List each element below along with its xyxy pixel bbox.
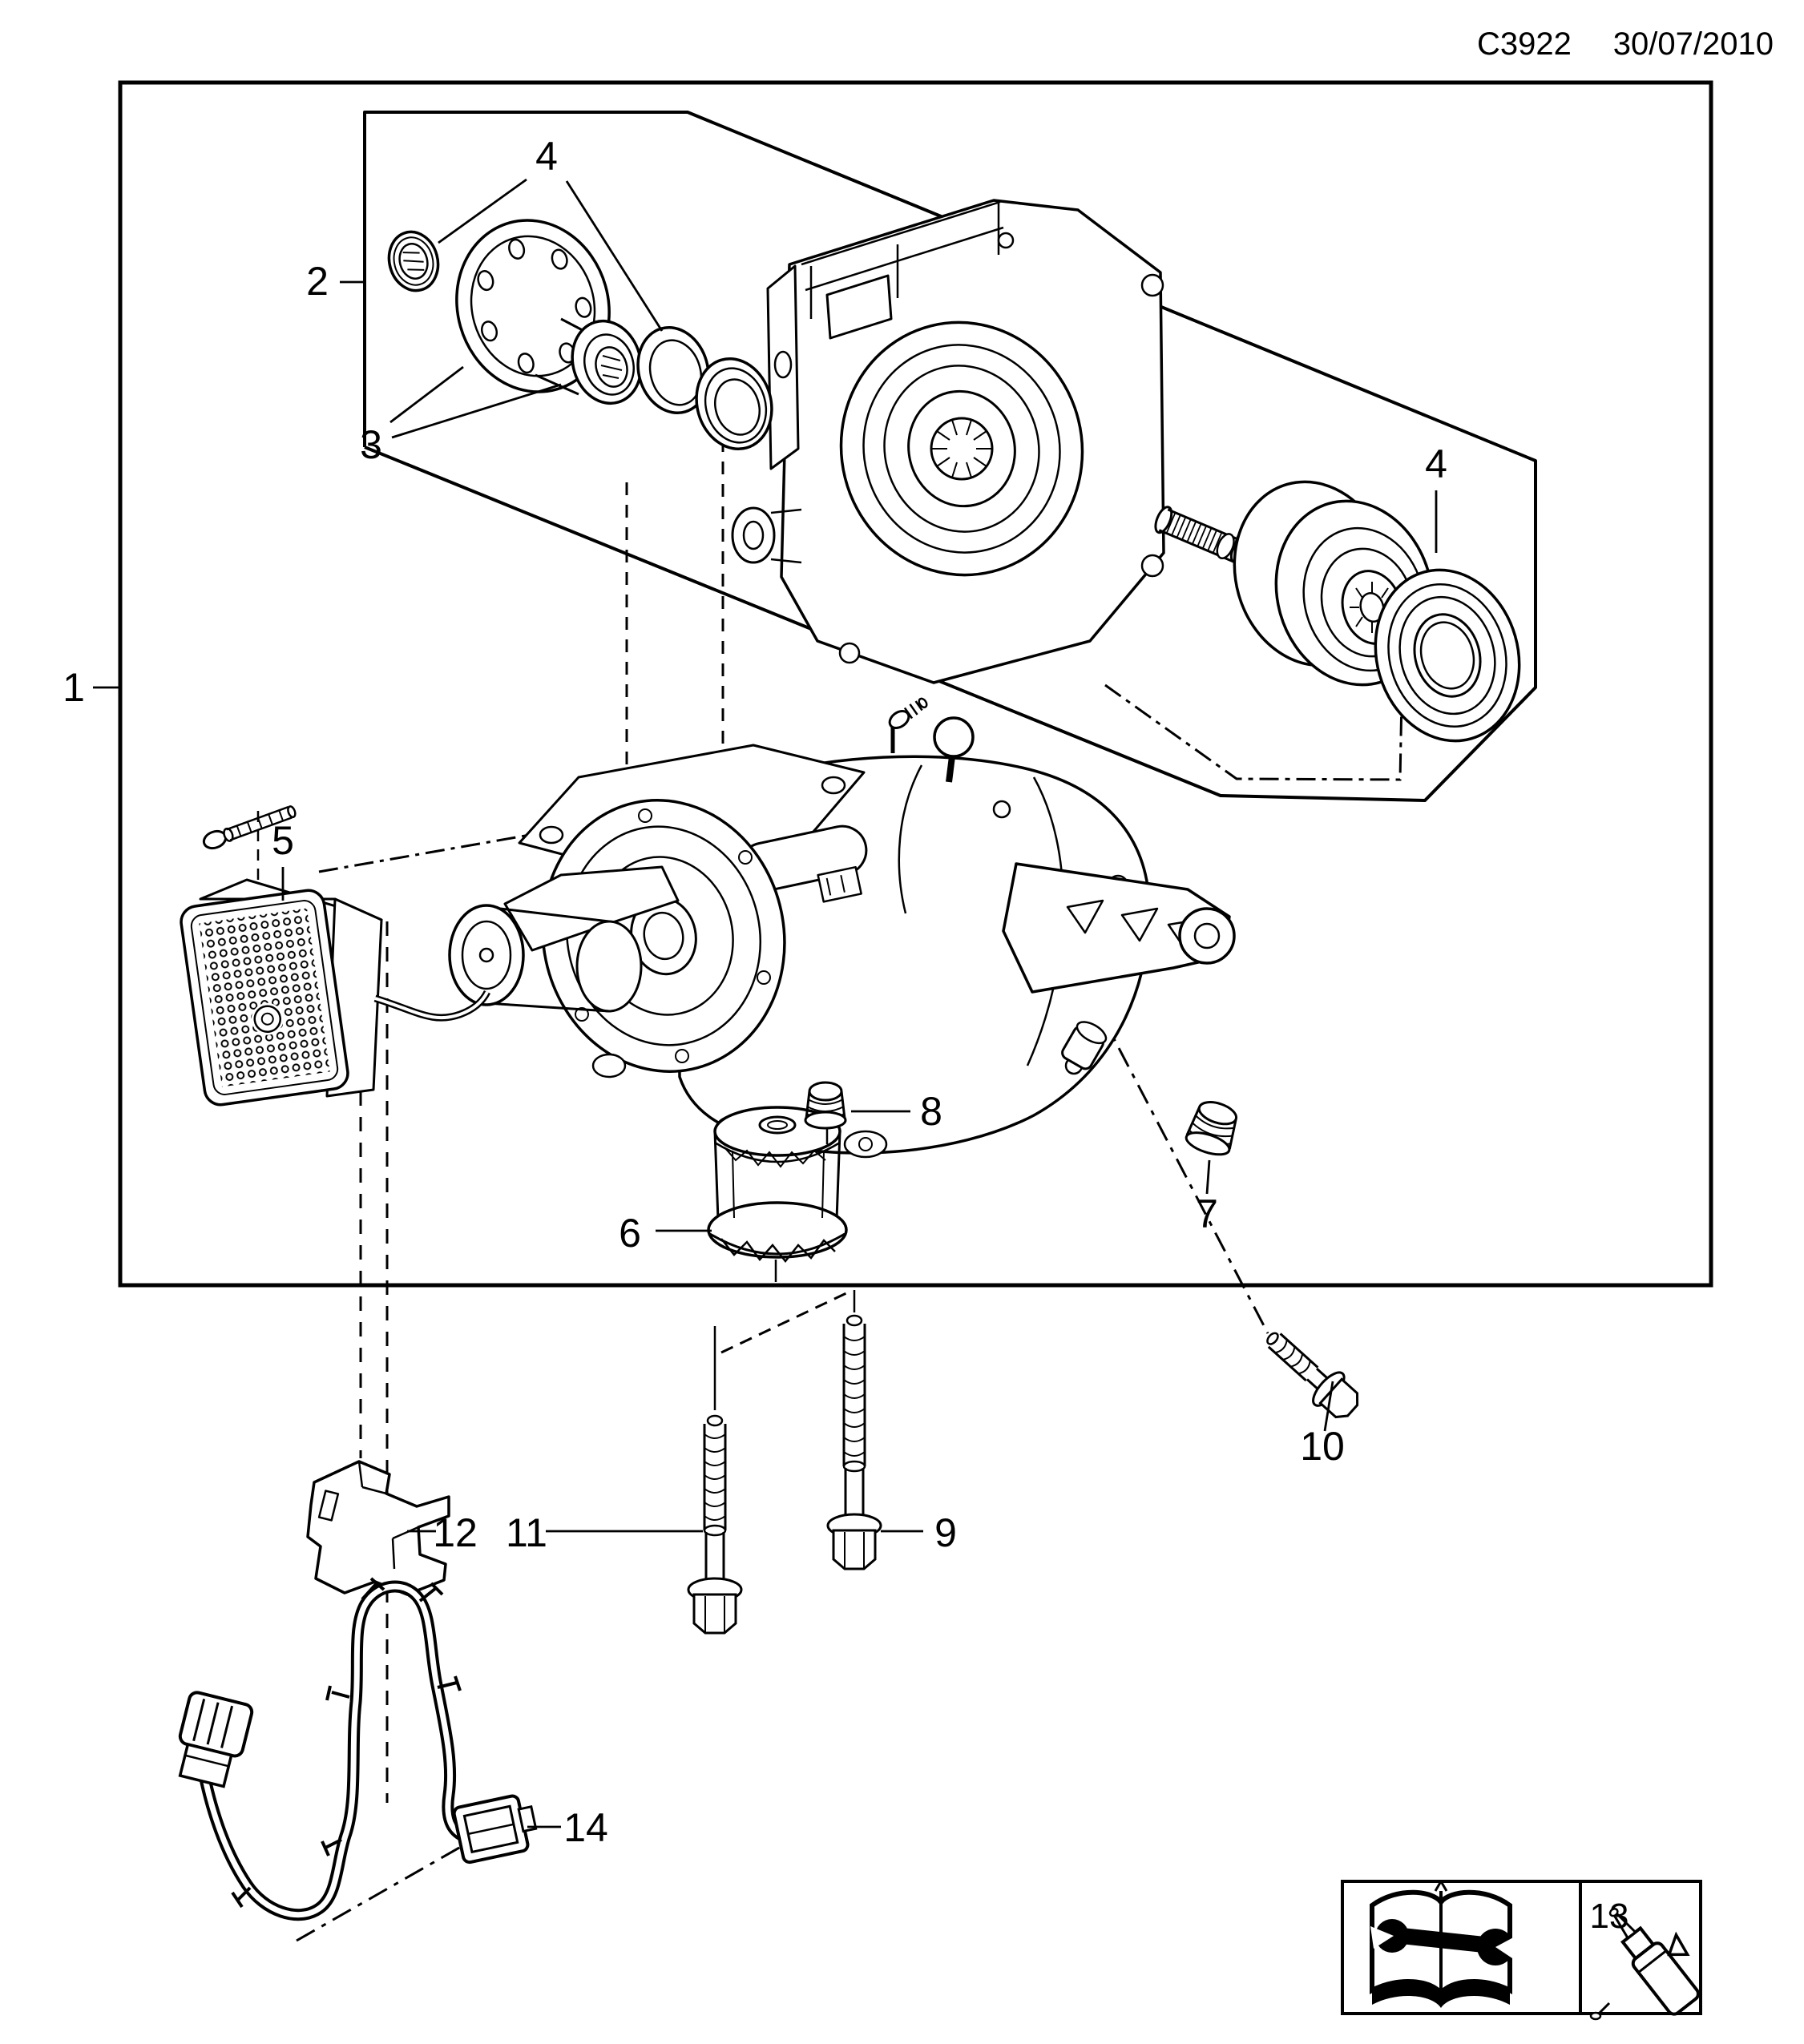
callout-5[interactable]: 5 [272,818,294,863]
differential-assembly [448,697,1236,1159]
callout-4a[interactable]: 4 [535,134,558,179]
callout-7[interactable]: 7 [1196,1191,1218,1236]
callout-12[interactable]: 12 [433,1510,478,1555]
book-wrench-icon[interactable] [1370,1881,1516,2008]
callout-3[interactable]: 3 [360,422,382,467]
callout-8[interactable]: 8 [920,1089,942,1134]
module-screw [202,805,297,850]
callout-1[interactable]: 1 [63,665,85,710]
subassembly-frame [363,111,1537,802]
harness-connector-right [452,1794,538,1865]
callout-6[interactable]: 6 [619,1211,641,1256]
drain-plug [804,1081,847,1144]
ball-stud [933,716,975,758]
bushing-mount [448,865,680,1013]
flange-cluster [387,219,773,450]
harness-clips [231,1577,462,1909]
flange-seal [695,357,773,450]
drawing-date: 30/07/2010 [1613,26,1774,62]
axis-frame-seal [1104,683,1403,781]
callout-4b[interactable]: 4 [1425,441,1447,486]
flange-nut [387,230,440,292]
oil-filter [707,1106,848,1264]
group-box [118,80,1713,1288]
drive-flange [455,219,643,405]
callout-9[interactable]: 9 [934,1510,957,1555]
sealant-bottle-icon[interactable] [1589,1888,1714,2021]
pinion-housing [731,199,1165,684]
spline-hatch [931,419,992,478]
callout-10[interactable]: 10 [1300,1424,1345,1469]
sensor [1061,1021,1108,1070]
control-module [180,878,491,1107]
bolt-9 [826,1314,882,1570]
callout-11[interactable]: 11 [506,1510,547,1555]
mounting-arm [1002,862,1236,994]
legend [1341,1880,1714,2021]
callout-leaders [93,178,1438,1828]
wiring-bracket [306,1460,450,1596]
bearing-ring [636,326,710,414]
drawing-code: C3922 [1477,26,1572,62]
bolt-10 [1266,1332,1359,1419]
breather-screw [888,697,928,753]
callout-14[interactable]: 14 [563,1805,608,1850]
wiring-harness [178,1577,538,1921]
header: C3922 30/07/2010 [1477,26,1774,62]
bolt-11 [687,1414,743,1635]
callout-numbers: 1 2 3 4 4 5 6 7 8 9 10 11 12 13 14 [63,134,1628,1936]
callout-2[interactable]: 2 [306,259,329,304]
callout-13[interactable]: 13 [1590,1897,1629,1936]
legend-box [1341,1880,1702,2015]
fill-plug [1185,1101,1238,1156]
harness-connector-left [178,1691,254,1788]
coupling-seal [1374,568,1521,743]
